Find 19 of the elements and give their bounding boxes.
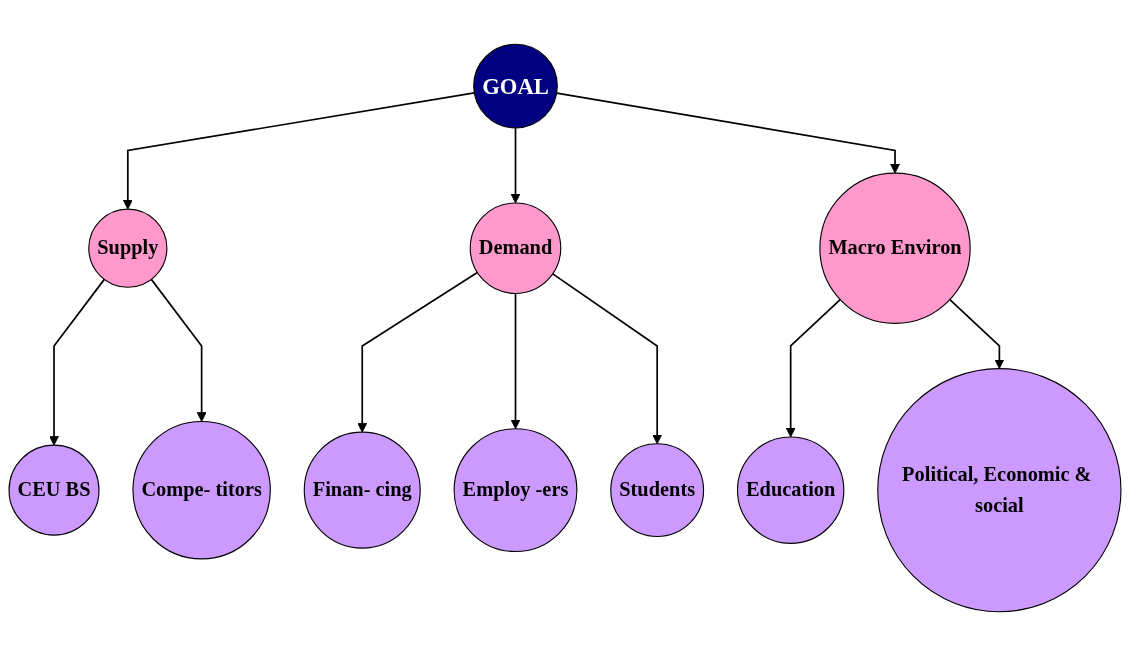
arrow [785, 298, 842, 438]
arrow [510, 127, 521, 204]
node-circle: Macro Environ [819, 172, 971, 324]
node-circle: CEU BS [8, 444, 100, 536]
node-circle: Finan- cing [303, 431, 421, 549]
node-circle: Education [736, 436, 845, 544]
node-circle: Supply [88, 208, 168, 288]
node-circle: Demand [469, 202, 562, 295]
arrow [510, 292, 521, 430]
node-circle: Compe- titors [132, 420, 271, 560]
node-circle: Political, Economic & social [877, 368, 1122, 613]
arrow [49, 278, 106, 446]
arrow [357, 271, 479, 433]
arrow [150, 278, 207, 422]
node-circle: GOAL [473, 43, 558, 129]
node-circle: Students [610, 443, 705, 538]
arrow [551, 273, 663, 445]
node-circle: Employ -ers [453, 428, 578, 553]
arrow [949, 298, 1005, 370]
